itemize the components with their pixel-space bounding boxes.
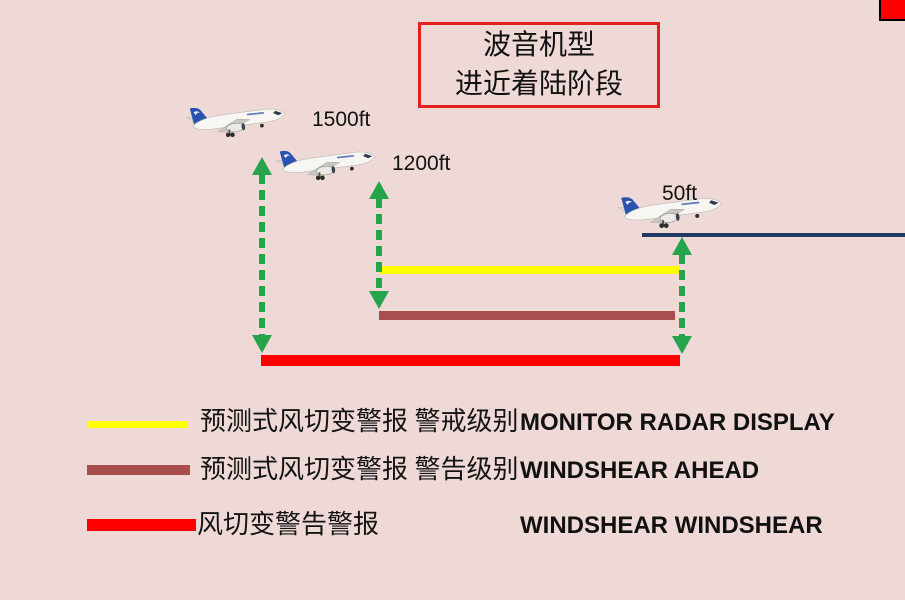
legend-swatch-warning <box>87 519 196 531</box>
altitude-label-1200: 1200ft <box>392 152 451 175</box>
dashed-arrow-1500ft <box>252 157 272 353</box>
legend-label-en-monitor: MONITOR RADAR DISPLAY <box>520 409 835 436</box>
legend-label-zh-warning: 风切变警告警报 <box>197 510 380 539</box>
windshear-ahead-bar <box>379 311 675 320</box>
altitude-label-50: 50ft <box>662 182 698 205</box>
windshear-warning-bar <box>261 355 680 366</box>
runway-line <box>642 233 905 237</box>
legend-label-en-warning: WINDSHEAR WINDSHEAR <box>520 512 823 539</box>
dashed-arrow-50ft <box>672 237 692 354</box>
airplane-icon-1500ft <box>185 101 289 139</box>
dashed-arrow-1200ft <box>369 181 389 309</box>
monitor-alert-bar <box>380 266 680 274</box>
altitude-label-1500: 1500ft <box>312 108 371 131</box>
legend-label-zh-ahead: 预测式风切变警报 警告级别 <box>200 455 519 484</box>
airplane-icon-1200ft <box>275 144 379 182</box>
corner-marker <box>879 0 905 21</box>
legend-label-zh-monitor: 预测式风切变警报 警戒级别 <box>200 407 519 436</box>
title-line-1: 波音机型 <box>482 30 595 61</box>
slide-title-box: 波音机型 进近着陆阶段 <box>418 22 660 108</box>
title-line-2: 进近着陆阶段 <box>454 69 623 100</box>
legend-swatch-monitor <box>88 421 188 428</box>
legend-label-en-ahead: WINDSHEAR AHEAD <box>520 457 760 484</box>
legend-swatch-ahead <box>87 465 190 475</box>
